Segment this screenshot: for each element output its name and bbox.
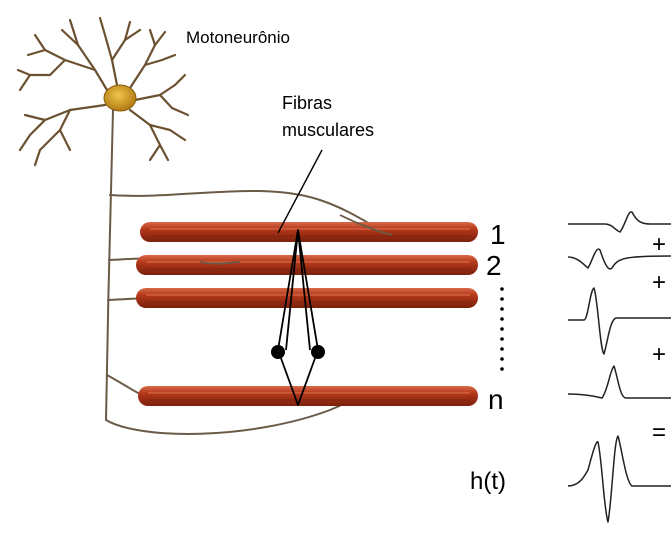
fibers-label-line2: musculares <box>282 120 374 140</box>
operator-plus-3: + <box>652 341 666 368</box>
muscle-fiber-2 <box>136 255 478 275</box>
muscle-fiber-1 <box>140 222 478 242</box>
dendrites <box>18 18 188 165</box>
signal-trace-n <box>568 366 671 398</box>
operator-equals: = <box>652 419 666 446</box>
neuron-soma <box>104 85 136 111</box>
operator-plus-1: + <box>652 231 666 258</box>
fiber-n-label: n <box>488 384 504 415</box>
fibers-pointer-line <box>278 150 322 233</box>
axon-trunk <box>106 110 113 420</box>
operator-plus-2: + <box>652 269 666 296</box>
muscle-fiber-3 <box>136 288 478 308</box>
muscle-fiber-n <box>138 386 478 406</box>
sum-signal-label: h(t) <box>470 468 506 495</box>
fiber-ellipsis-dots <box>500 287 504 371</box>
fiber-1-label: 1 <box>490 219 506 250</box>
electrode-left-contact <box>271 345 285 359</box>
electrode-right-contact <box>311 345 325 359</box>
fibers-label-line1: Fibras <box>282 93 332 113</box>
neuron-label: Motoneurônio <box>186 28 290 47</box>
signal-trace-1 <box>568 212 671 232</box>
signal-trace-sum <box>568 436 671 522</box>
motoneuron <box>18 18 188 165</box>
fiber-2-label: 2 <box>486 250 502 281</box>
